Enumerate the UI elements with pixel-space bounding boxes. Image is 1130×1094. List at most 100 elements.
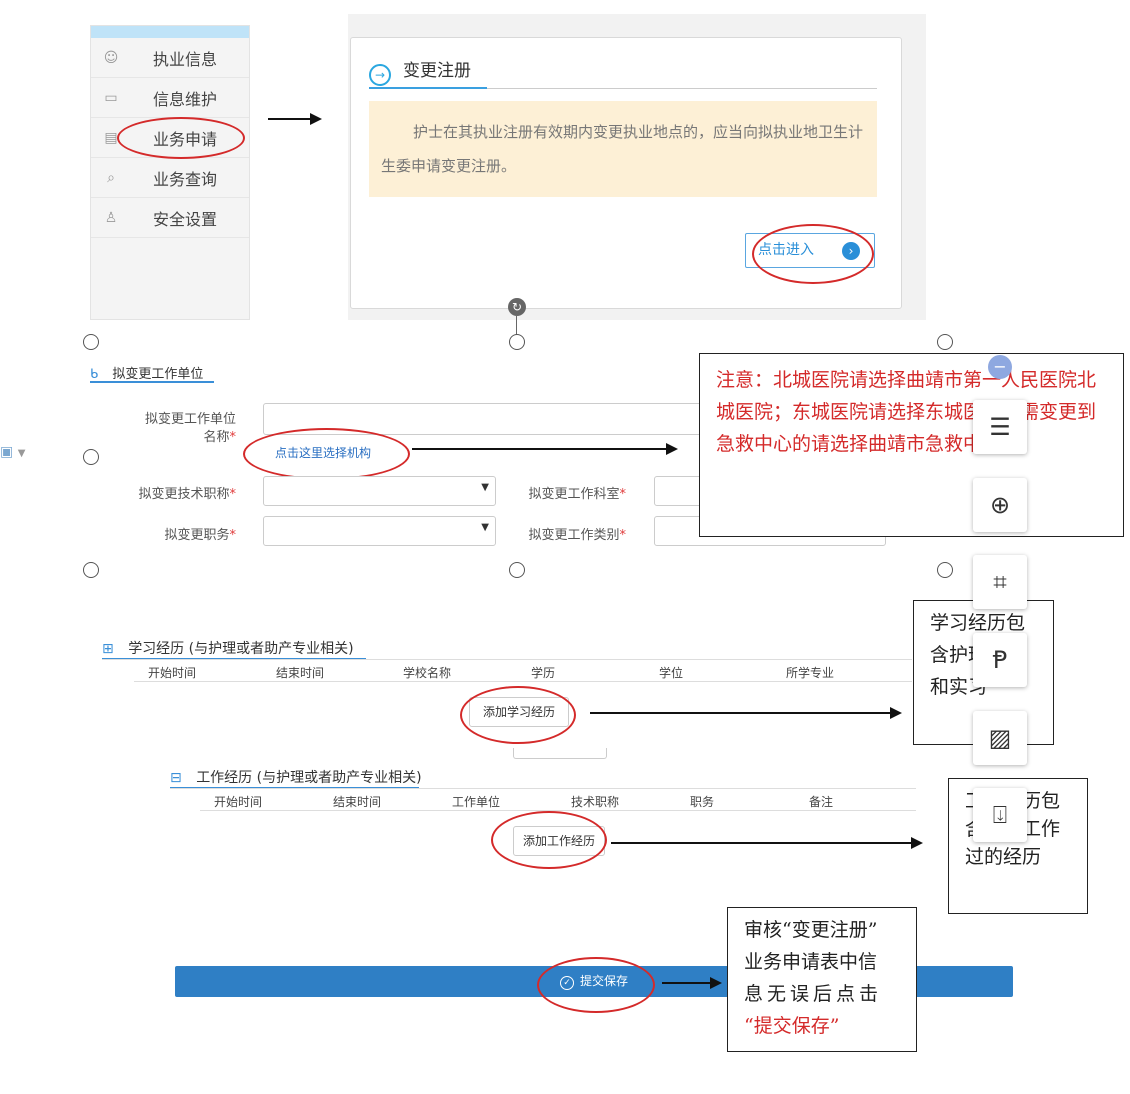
card-title-divider <box>369 88 877 89</box>
highlight-oval-submit <box>537 957 655 1013</box>
caret-down-icon: ▼ <box>481 482 489 493</box>
section-divider <box>170 788 916 789</box>
user-icon: ☺ <box>103 49 119 66</box>
table-header-divider <box>200 810 916 811</box>
label-text: 拟变更职务 <box>164 528 230 543</box>
column-header: 结束时间 <box>276 666 325 680</box>
submit-callout: 审核“变更注册” 业务申请表中信 息无误后点击 “提交保存” <box>727 907 917 1052</box>
column-header: 结束时间 <box>333 795 382 809</box>
caret-down-icon: ▼ <box>481 522 489 533</box>
book-icon: ⊞ <box>102 641 114 657</box>
sidebar-item-practice-info[interactable]: ☺ 执业信息 <box>91 38 249 78</box>
section-title-text: 工作经历 (与护理或者助产专业相关) <box>196 770 422 786</box>
label-text: 拟变更工作类别 <box>528 528 620 543</box>
sidebar: ☺ 执业信息 ▭ 信息维护 ▤ 业务申请 ⌕ 业务查询 ♙ 安全设置 <box>90 25 250 320</box>
section-title-work-unit: ᑲ 拟变更工作单位 <box>90 363 203 382</box>
note-text: 注意：北城医院请选择曲靖市第一人民医院北城医院；东城医院请选择东城医院；需变更到… <box>716 369 1097 455</box>
arrow-to-work-callout <box>611 837 923 849</box>
note-callout: 注意：北城医院请选择曲靖市第一人民医院北城医院；东城医院请选择东城医院；需变更到… <box>699 353 1124 537</box>
search-doc-icon: ⌕ <box>107 169 115 186</box>
selection-handle[interactable] <box>83 562 99 578</box>
column-header: 学历 <box>531 666 556 680</box>
arrow-circle-icon: → <box>369 64 391 86</box>
selection-handle[interactable] <box>83 334 99 350</box>
export-image-icon[interactable]: ⍗ <box>973 788 1027 842</box>
selection-handle[interactable] <box>509 334 525 350</box>
column-header: 所学专业 <box>786 666 835 680</box>
section-title-text: 学习经历 (与护理或者助产专业相关) <box>128 641 354 657</box>
sidebar-item-info-maintenance[interactable]: ▭ 信息维护 <box>91 78 249 118</box>
dropdown-remnant <box>513 748 607 759</box>
submit-callout-line: 业务申请表中信 <box>744 951 878 973</box>
document-icon: ▤ <box>104 129 118 146</box>
highlight-oval-select-institution <box>243 428 410 480</box>
card-title-text: 变更注册 <box>403 61 471 81</box>
id-card-icon: ▭ <box>104 89 118 106</box>
section-title-work: ⊟ 工作经历 (与护理或者助产专业相关) <box>170 767 422 787</box>
field-label-position: 拟变更职务* <box>120 524 236 543</box>
required-mark: * <box>619 487 627 502</box>
position-select[interactable]: ▼ <box>263 516 496 546</box>
paste-options-icon[interactable]: ▣ ▼ <box>0 444 26 460</box>
arrow-sidebar-to-card <box>268 113 322 125</box>
selection-handle[interactable] <box>83 449 99 465</box>
required-mark: * <box>229 528 237 543</box>
column-header: 职务 <box>690 795 715 809</box>
field-label-unit-name: 拟变更工作单位 名称* <box>120 411 236 447</box>
required-mark: * <box>619 528 627 543</box>
rotate-handle-stem <box>516 316 517 336</box>
selection-handle[interactable] <box>937 334 953 350</box>
sidebar-item-business-query[interactable]: ⌕ 业务查询 <box>91 158 249 198</box>
highlight-oval-enter <box>752 224 874 284</box>
replace-image-icon[interactable]: ▨ <box>973 711 1027 765</box>
card-title: → 变更注册 <box>369 56 471 86</box>
collapse-toolbar-icon[interactable]: − <box>988 355 1012 379</box>
table-header-divider <box>134 681 912 682</box>
column-header: 学位 <box>659 666 684 680</box>
highlight-oval-add-study <box>460 686 576 744</box>
selection-handle[interactable] <box>509 562 525 578</box>
arrow-to-note <box>412 443 678 455</box>
zoom-in-icon[interactable]: ⊕ <box>973 478 1027 532</box>
card-title-underline <box>369 87 487 89</box>
highlight-oval-add-work <box>491 811 607 869</box>
sidebar-top-bar <box>91 26 249 38</box>
layout-options-icon[interactable]: ☰ <box>973 400 1027 454</box>
sidebar-item-label: 执业信息 <box>153 49 218 69</box>
section-divider <box>102 659 912 660</box>
column-header: 工作单位 <box>452 795 501 809</box>
arrow-to-submit-callout <box>662 977 722 989</box>
section-title-text: 拟变更工作单位 <box>112 367 204 382</box>
column-header: 开始时间 <box>148 666 197 680</box>
label-text: 拟变更工作科室 <box>528 487 620 502</box>
field-label-tech-title: 拟变更技术职称* <box>120 483 236 502</box>
sidebar-item-security[interactable]: ♙ 安全设置 <box>91 198 249 238</box>
lock-user-icon: ♙ <box>104 209 118 226</box>
selection-handle[interactable] <box>937 562 953 578</box>
label-line: 名称 <box>203 430 230 445</box>
briefcase-icon: ⊟ <box>170 770 182 786</box>
required-mark: * <box>229 430 237 445</box>
sidebar-item-label: 信息维护 <box>153 89 218 109</box>
section-title-study: ⊞ 学习经历 (与护理或者助产专业相关) <box>102 638 354 658</box>
column-header: 备注 <box>809 795 834 809</box>
field-label-department: 拟变更工作科室* <box>510 483 626 502</box>
field-label-category: 拟变更工作类别* <box>510 524 626 543</box>
submit-callout-line: “提交保存” <box>744 1015 840 1037</box>
column-header: 开始时间 <box>214 795 263 809</box>
bookmark-icon: ᑲ <box>90 367 99 382</box>
sidebar-item-label: 安全设置 <box>153 209 218 229</box>
sidebar-item-label: 业务查询 <box>153 169 218 189</box>
rotate-handle-icon[interactable]: ↻ <box>508 298 526 316</box>
submit-callout-line: 息无误后点击 <box>744 983 883 1005</box>
required-mark: * <box>229 487 237 502</box>
arrow-to-study-callout <box>590 707 902 719</box>
highlight-oval-business-apply <box>117 117 245 159</box>
submit-callout-line: 审核“变更注册” <box>744 919 878 941</box>
label-line: 拟变更工作单位 <box>144 412 236 427</box>
crop-icon[interactable]: ⌗ <box>973 555 1027 609</box>
tech-title-select[interactable]: ▼ <box>263 476 496 506</box>
format-painter-icon[interactable]: Ᵽ <box>973 633 1027 687</box>
notice-box: 护士在其执业注册有效期内变更执业地点的，应当向拟执业地卫生计生委申请变更注册。 <box>369 101 877 197</box>
column-header: 学校名称 <box>403 666 452 680</box>
